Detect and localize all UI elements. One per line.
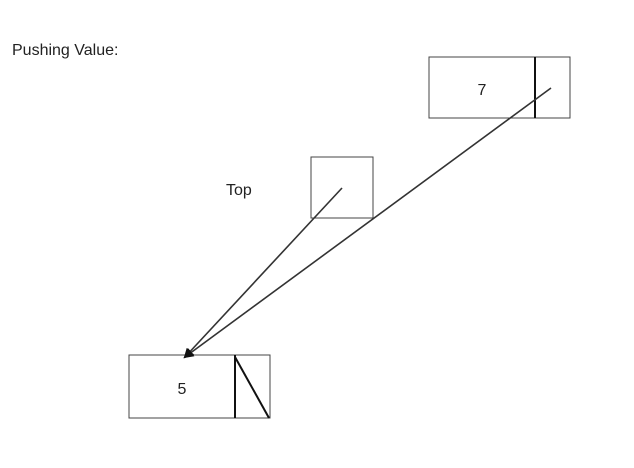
null-pointer-slash	[234, 356, 270, 419]
new-node-value: 7	[478, 82, 487, 99]
existing-node: 5	[128, 354, 271, 419]
top-label: Top	[226, 182, 252, 199]
existing-node-value: 5	[178, 381, 187, 398]
diagram-title: Pushing Value:	[12, 42, 118, 59]
new-node: 7	[428, 56, 571, 119]
new-node-next-arrow	[183, 87, 552, 359]
new-node-next-cell	[534, 56, 571, 119]
top-pointer-arrow	[183, 187, 343, 359]
top-pointer-box	[310, 156, 374, 219]
